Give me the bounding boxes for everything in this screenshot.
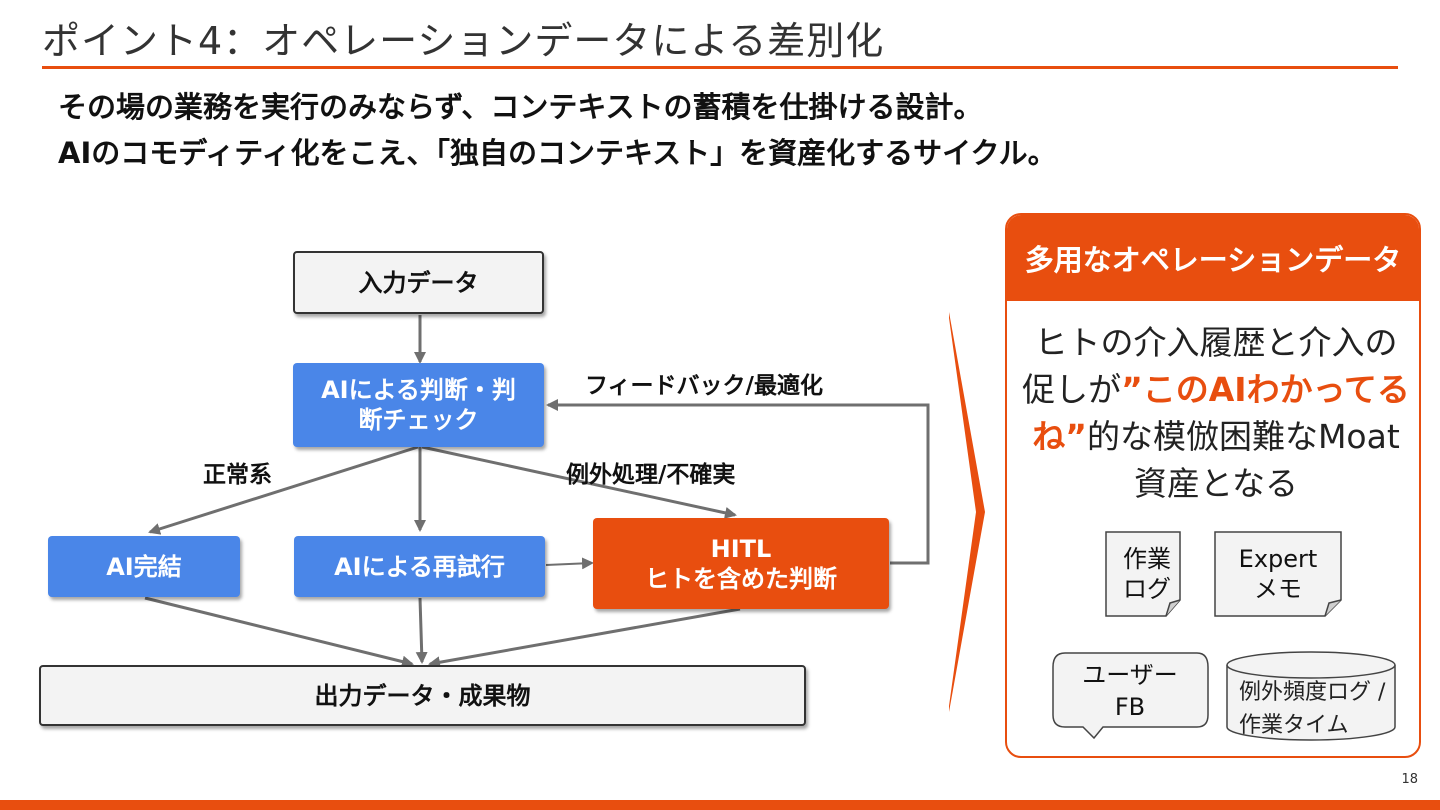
exception-log-line-2: 作業タイム — [1239, 713, 1349, 738]
arrow-judge-to-complete — [148, 445, 419, 535]
output-data-box: 出力データ・成果物 — [39, 665, 806, 726]
panel-description: ヒトの介入履歴と介入の促しが”このAIわかってるね”的な模倣困難なMoat資産と… — [1021, 319, 1411, 507]
exception-log-line-1: 例外頻度ログ / — [1239, 680, 1386, 705]
expert-memo-note-icon: Expert メモ — [1214, 531, 1342, 617]
output-data-label: 出力データ・成果物 — [314, 681, 531, 710]
ai-judgment-label-line-1: AIによる判断・判 — [321, 376, 516, 404]
arrow-retry-to-hitl — [545, 557, 594, 570]
work-log-line-1: 作業 — [1123, 545, 1171, 573]
arrow-complete-to-output — [144, 596, 414, 668]
footer-bar — [0, 800, 1440, 810]
ai-retry-label: AIによる再試行 — [334, 552, 505, 581]
arrow-judge-to-hitl — [421, 445, 737, 519]
ai-retry-box: AIによる再試行 — [294, 536, 545, 597]
operation-data-panel: 多用なオペレーションデータ ヒトの介入履歴と介入の促しが”このAIわかってるね”… — [1005, 213, 1421, 758]
panel-text-before: ヒトの介入履歴と介入の促しが — [1022, 323, 1398, 409]
hitl-box: HITL ヒトを含めた判断 — [593, 518, 889, 609]
label-exception-path: 例外処理/不確実 — [566, 462, 736, 488]
expert-memo-line-1: Expert — [1239, 545, 1318, 573]
arrow-hitl-to-output — [428, 607, 741, 669]
label-normal-path: 正常系 — [203, 462, 272, 488]
ai-judgment-label-line-2: 断チェック — [358, 406, 479, 434]
user-fb-line-2: FB — [1115, 693, 1145, 721]
subtitle-line-2: AIのコモディティ化をこえ、「独自のコンテキスト」を資産化するサイクル。 — [58, 136, 1057, 170]
arrow-feedback-loop — [546, 399, 930, 565]
title-divider — [42, 66, 1398, 69]
input-data-label: 入力データ — [358, 268, 479, 297]
arrow-retry-to-output — [415, 597, 428, 664]
hitl-label-line-2: ヒトを含めた判断 — [645, 564, 837, 593]
database-cylinder-icon: 例外頻度ログ / 作業タイム — [1226, 651, 1396, 741]
work-log-line-2: ログ — [1123, 575, 1171, 603]
panel-text-highlight: ”このAIわかってるね” — [1032, 370, 1410, 456]
panel-text-after: 的な模倣困難なMoat資産となる — [1086, 417, 1400, 503]
slide-title: ポイント4：オペレーションデータによる差別化 — [42, 19, 885, 63]
subtitle-line-1: その場の業務を実行のみならず、コンテキストの蓄積を仕掛ける設計。 — [58, 90, 983, 124]
ai-complete-box: AI完結 — [48, 536, 240, 597]
ai-judgment-box: AIによる判断・判 断チェック — [293, 363, 544, 447]
expert-memo-line-2: メモ — [1254, 575, 1302, 603]
hitl-label-line-1: HITL — [710, 534, 772, 563]
panel-data-icons: 作業 ログ Expert メモ ユーザー FB 例外頻度ログ / 作業タイム — [1052, 531, 1396, 741]
input-data-box: 入力データ — [293, 251, 544, 314]
page-number: 18 — [1401, 772, 1418, 787]
work-log-note-icon: 作業 ログ — [1105, 531, 1181, 617]
user-feedback-bubble-icon: ユーザー FB — [1052, 652, 1209, 740]
label-feedback-loop: フィードバック/最適化 — [585, 373, 823, 399]
user-fb-line-1: ユーザー — [1082, 661, 1178, 689]
panel-header: 多用なオペレーションデータ — [1007, 215, 1419, 301]
chevron-arrow-icon — [949, 312, 985, 712]
ai-complete-label: AI完結 — [106, 552, 182, 581]
